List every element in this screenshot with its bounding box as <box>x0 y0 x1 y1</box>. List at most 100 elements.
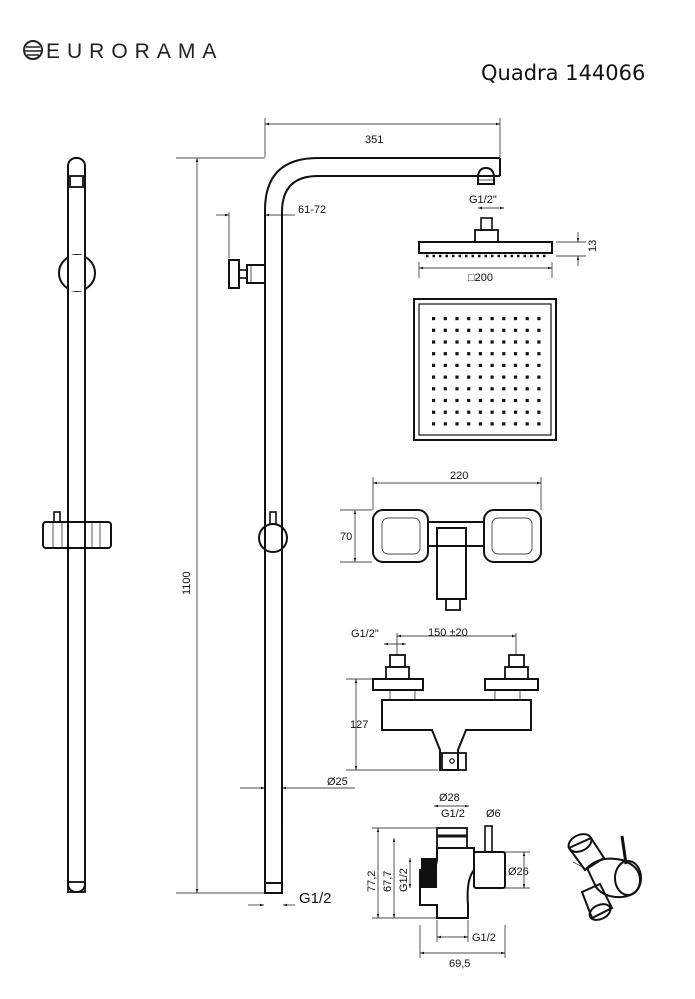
dim-bottom-thread: G1/2 <box>248 890 332 907</box>
nozzle-dot <box>432 328 436 332</box>
nozzle-dot <box>525 387 529 391</box>
nozzle-dot <box>537 317 541 321</box>
diverter-top-thread-label: G1/2 <box>441 808 465 820</box>
nozzle-dot <box>478 410 482 414</box>
nozzle-dot <box>490 398 494 403</box>
brand-name: EURORAMA <box>46 40 223 63</box>
nozzle-dot <box>455 340 459 344</box>
nozzle-dot <box>432 410 436 414</box>
dim-arm-length: 351 <box>264 118 501 157</box>
nozzle-dot <box>467 352 471 356</box>
nozzle-dot <box>537 328 541 332</box>
mixer-front-view: 220 70 <box>340 470 542 611</box>
nozzle-dot <box>537 375 541 379</box>
nozzle-dot <box>443 340 447 344</box>
nozzle-dot <box>478 317 482 321</box>
diverter-width-label: 69,5 <box>449 958 470 970</box>
diverter-bottom-thread-label: G1/2 <box>472 932 496 944</box>
nozzle-dot <box>467 410 471 414</box>
eurorama-logo-icon <box>23 40 43 60</box>
nozzle-dot <box>443 375 447 379</box>
dim-column-height-label: 1100 <box>181 571 193 595</box>
nozzle-dot <box>467 398 471 403</box>
nozzle-dot <box>443 363 447 367</box>
nozzle-dot <box>513 340 518 344</box>
nozzle-dot <box>443 410 447 414</box>
mixer-width-label: 220 <box>450 470 468 482</box>
nozzle-dot <box>513 375 518 379</box>
nozzle-dot <box>513 317 518 321</box>
nozzle-dot <box>432 363 436 367</box>
nozzle-dot <box>455 352 459 356</box>
nozzle-dot <box>455 387 459 391</box>
diverter-height-outer-label: 77,2 <box>366 871 378 892</box>
nozzle-dot <box>478 352 482 356</box>
nozzle-dot <box>455 410 459 414</box>
nozzle-dot <box>502 340 506 344</box>
nozzle-dot <box>490 410 494 414</box>
nozzle-dot <box>467 363 471 367</box>
nozzle-dot <box>502 387 506 391</box>
nozzle-dot <box>525 340 529 344</box>
dim-bottom-thread-label: G1/2 <box>299 890 332 907</box>
nozzle-dot <box>525 422 529 426</box>
nozzle-dot <box>502 317 506 321</box>
nozzle-dot <box>432 422 436 426</box>
nozzle-dot <box>490 422 494 426</box>
nozzle-dot <box>513 422 518 426</box>
nozzle-dot <box>502 328 506 332</box>
brand-logo: EURORAMA <box>23 40 223 63</box>
mixer-top-view: G1/2" 150 ±20 127 <box>346 627 539 771</box>
nozzle-grid <box>432 317 541 426</box>
slide-rail-front-view <box>42 157 112 893</box>
head-size-label: □200 <box>468 272 493 284</box>
nozzle-dot <box>443 398 447 403</box>
nozzle-dot <box>537 340 541 344</box>
nozzle-dot <box>432 398 436 403</box>
nozzle-dot <box>432 317 436 321</box>
diverter-section-view: Ø28 G1/2 Ø6 Ø26 77,2 67,7 G1/2 G1/2 69,5 <box>366 792 530 970</box>
nozzle-dot <box>525 410 529 414</box>
nozzle-dot <box>502 398 506 403</box>
nozzle-dot <box>478 387 482 391</box>
nozzle-dot <box>513 328 518 332</box>
nozzle-dot <box>537 352 541 356</box>
dim-tube-diameter: Ø25 <box>240 776 355 820</box>
nozzle-dot <box>432 387 436 391</box>
nozzle-dot <box>467 328 471 332</box>
mixer-inlet-thread-label: G1/2" <box>351 628 379 640</box>
nozzle-dot <box>455 422 459 426</box>
nozzle-dot <box>455 328 459 332</box>
nozzle-dot <box>537 410 541 414</box>
nozzle-dot <box>478 398 482 403</box>
nozzle-dot <box>502 410 506 414</box>
lever-body-diameter-label: Ø26 <box>508 866 529 878</box>
nozzle-dot <box>513 410 518 414</box>
nozzle-dot <box>432 375 436 379</box>
nozzle-dot <box>525 398 529 403</box>
nozzle-dot <box>502 352 506 356</box>
nozzle-dot <box>513 387 518 391</box>
mixer-depth-label: 127 <box>350 719 368 731</box>
dim-wall-offset-label: 61-72 <box>298 204 326 216</box>
nozzle-dot <box>537 387 541 391</box>
shower-head-side-view: G1/2" 13 □200 <box>418 194 599 284</box>
mixer-height-label: 70 <box>340 531 352 543</box>
nozzle-dot <box>502 375 506 379</box>
nozzle-dot <box>455 317 459 321</box>
nozzle-dot <box>467 375 471 379</box>
nozzle-dot <box>432 352 436 356</box>
nozzle-dot <box>478 328 482 332</box>
nozzle-dot <box>467 317 471 321</box>
diverter-3d-view <box>567 833 642 921</box>
nozzle-dot <box>525 328 529 332</box>
nozzle-dot <box>525 352 529 356</box>
nozzle-dot <box>455 375 459 379</box>
nozzle-dot <box>513 352 518 356</box>
nozzle-dot <box>478 422 482 426</box>
nozzle-dot <box>467 387 471 391</box>
nozzle-dot <box>478 363 482 367</box>
dim-arm-length-label: 351 <box>365 134 383 146</box>
nozzle-dot <box>525 363 529 367</box>
nozzle-dot <box>432 340 436 344</box>
